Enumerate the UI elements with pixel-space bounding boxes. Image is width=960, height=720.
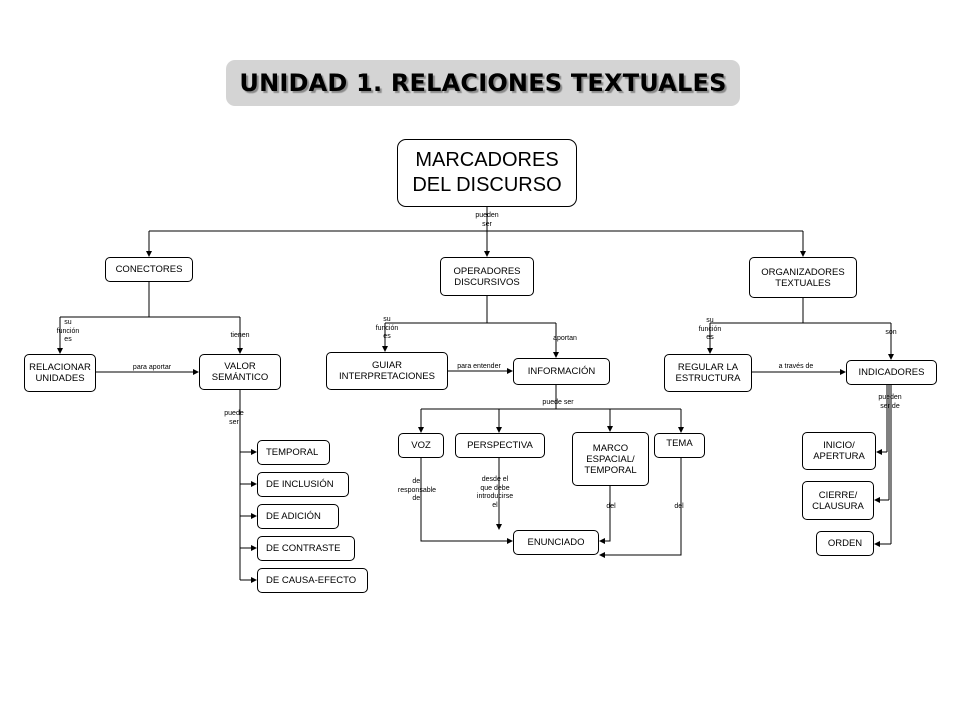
node-orden: ORDEN bbox=[816, 531, 874, 556]
node-relacionar-unidades: RELACIONAR UNIDADES bbox=[24, 354, 96, 392]
node-regular-la-estructura: REGULAR LA ESTRUCTURA bbox=[664, 354, 752, 392]
node-enunciado: ENUNCIADO bbox=[513, 530, 599, 555]
node-informacion: INFORMACIÓN bbox=[513, 358, 610, 385]
line-voz-enunciado bbox=[420, 458, 513, 544]
node-cierre-clausura: CIERRE/ CLAUSURA bbox=[802, 481, 874, 520]
label-su-funcion-es-operadores: su función es bbox=[375, 316, 399, 340]
node-organizadores-textuales: ORGANIZADORES TEXTUALES bbox=[749, 257, 857, 298]
node-conectores: CONECTORES bbox=[105, 257, 193, 282]
node-voz: VOZ bbox=[398, 433, 444, 458]
line-tema-enunciado bbox=[599, 458, 682, 558]
label-para-entender: para entender bbox=[457, 363, 501, 370]
node-valor-semantico: VALOR SEMÁNTICO bbox=[199, 354, 281, 390]
node-marcadores-del-discurso: MARCADORES DEL DISCURSO bbox=[397, 139, 577, 207]
label-pueden-ser: pueden ser bbox=[475, 212, 499, 228]
label-desde-el-que-debe: desde el que debe introducirse el bbox=[476, 476, 514, 509]
label-del-marco: del bbox=[606, 503, 616, 510]
page-title: UNIDAD 1. RELACIONES TEXTUALES bbox=[239, 69, 727, 97]
node-operadores-discursivos: OPERADORES DISCURSIVOS bbox=[440, 257, 534, 296]
label-su-funcion-es-conectores: su función es bbox=[56, 319, 80, 343]
line-marco-enunciado bbox=[599, 486, 611, 544]
label-tienen: tienen bbox=[230, 332, 250, 339]
label-aportan: aportan bbox=[553, 335, 577, 342]
node-de-inclusion: DE INCLUSIÓN bbox=[257, 472, 349, 497]
label-para-aportar: para aportar bbox=[132, 364, 172, 371]
node-guiar-interpretaciones: GUIAR INTERPRETACIONES bbox=[326, 352, 448, 390]
node-tema: TEMA bbox=[654, 433, 705, 458]
label-puede-ser-informacion: puede ser bbox=[542, 399, 574, 406]
node-perspectiva: PERSPECTIVA bbox=[455, 433, 545, 458]
label-del-tema: del bbox=[674, 503, 684, 510]
node-inicio-apertura: INICIO/ APERTURA bbox=[802, 432, 876, 470]
title-banner: UNIDAD 1. RELACIONES TEXTUALES bbox=[226, 60, 740, 106]
node-de-causa-efecto: DE CAUSA-EFECTO bbox=[257, 568, 368, 593]
node-temporal: TEMPORAL bbox=[257, 440, 330, 465]
label-a-traves-de: a través de bbox=[778, 363, 814, 370]
node-marco-espacial-temporal: MARCO ESPACIAL/ TEMPORAL bbox=[572, 432, 649, 486]
label-del-responsable-del: del responsable del bbox=[397, 478, 437, 502]
label-pueden-ser-de: pueden ser de bbox=[878, 394, 902, 410]
node-de-adicion: DE ADICIÓN bbox=[257, 504, 339, 529]
node-de-contraste: DE CONTRASTE bbox=[257, 536, 355, 561]
label-son: son bbox=[885, 329, 897, 336]
label-puede-ser-valor: puede ser bbox=[224, 410, 244, 426]
node-indicadores: INDICADORES bbox=[846, 360, 937, 385]
label-su-funcion-es-organizadores: su función es bbox=[698, 317, 722, 341]
